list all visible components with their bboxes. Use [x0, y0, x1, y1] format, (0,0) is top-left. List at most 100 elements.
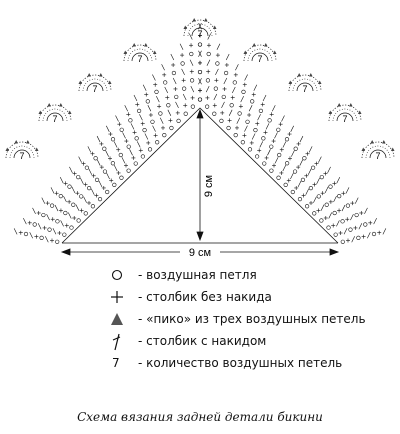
double-crochet	[345, 187, 350, 194]
double-crochet	[170, 53, 175, 61]
double-crochet	[351, 236, 355, 243]
chain-stitch	[258, 108, 264, 113]
scallop: 7	[243, 43, 277, 64]
double-crochet	[307, 168, 312, 175]
double-crochet	[343, 228, 348, 235]
picot-mark	[361, 147, 366, 151]
double-crochet	[96, 159, 101, 166]
double-crochet	[244, 74, 248, 81]
single-crochet-plus-icon	[111, 291, 123, 303]
double-crochet	[46, 214, 50, 221]
chain-stitch	[154, 89, 159, 95]
picot-mark	[14, 140, 18, 144]
double-crochet	[144, 133, 149, 140]
chain-stitch	[97, 197, 103, 202]
double-crochet	[274, 157, 279, 164]
double-crochet	[124, 105, 129, 112]
height-dimension	[196, 108, 204, 242]
picot-mark	[107, 80, 112, 84]
picot-mark	[67, 110, 72, 114]
double-crochet	[262, 94, 267, 102]
chain-stitch	[147, 147, 153, 152]
legend-row-single: - столбик без накида	[108, 288, 398, 310]
double-crochet	[59, 176, 64, 184]
chain-stitch	[55, 239, 60, 244]
scallop-arc	[292, 78, 318, 92]
chain-stitch	[140, 154, 145, 159]
double-crochet	[206, 59, 211, 66]
scallop-arc	[288, 74, 322, 92]
double-crochet	[364, 207, 368, 215]
chain-stitch	[340, 219, 345, 224]
double-crochet	[382, 228, 387, 235]
double-crochet	[308, 146, 313, 153]
chain-stitch	[105, 189, 110, 195]
chain-stitch	[142, 127, 147, 133]
chain-stitch	[356, 235, 361, 240]
chain-stitch	[110, 137, 116, 142]
double-crochet	[29, 232, 33, 239]
double-crochet	[198, 50, 202, 57]
chain-stitch	[276, 175, 281, 180]
scallop: 7	[123, 43, 157, 64]
picot-mark	[212, 25, 217, 29]
double-crochet	[320, 204, 325, 211]
chain-stitch	[221, 94, 226, 100]
chain-stitch	[312, 211, 317, 216]
double-crochet	[130, 123, 135, 130]
double-crochet	[253, 84, 258, 91]
chain-stitch	[69, 225, 74, 230]
chain-stitch	[319, 175, 324, 180]
picot-mark	[252, 43, 256, 47]
scallop-arc	[131, 52, 149, 62]
chain-stitch	[324, 202, 329, 207]
chain-count-label: 7	[137, 54, 142, 64]
chain-stitch	[241, 89, 246, 95]
double-crochet	[265, 123, 270, 130]
double-crochet	[299, 135, 304, 143]
double-crochet	[327, 166, 331, 173]
double-crochet	[159, 117, 164, 124]
chain-stitch	[333, 232, 338, 237]
chain-stitch	[212, 111, 217, 116]
base-dimension-label-bg	[180, 245, 220, 259]
double-crochet	[282, 164, 287, 172]
chain-stitch-circle-icon	[111, 269, 123, 281]
chain-stitch	[76, 175, 81, 180]
picot-mark	[272, 50, 277, 54]
picot-mark	[192, 18, 196, 22]
scallop-arc	[46, 112, 64, 122]
double-crochet	[172, 77, 177, 85]
chain-stitch	[337, 194, 342, 199]
chain-stitch	[41, 212, 46, 218]
chain-stitch	[262, 161, 267, 166]
chain-stitch	[308, 186, 313, 191]
chain-stitch	[90, 204, 95, 209]
scallop-arc	[187, 23, 213, 37]
double-crochet	[267, 149, 271, 156]
double-crochet	[181, 68, 185, 76]
double-crochet	[52, 228, 57, 235]
picot-mark	[5, 147, 10, 151]
chain-stitch	[176, 118, 181, 123]
chain-stitch	[233, 133, 238, 138]
chain-stitch	[119, 127, 124, 132]
chain-stitch	[93, 156, 98, 161]
chain-stitch	[297, 197, 303, 202]
scallop-arc	[38, 104, 72, 122]
double-crochet	[299, 159, 304, 166]
diagram-caption: Схема вязания задней детали бикини	[77, 410, 323, 424]
double-crochet	[23, 218, 27, 225]
double-crochet	[106, 125, 110, 132]
double-crochet	[78, 156, 82, 163]
scallop-arc	[328, 104, 362, 122]
chain-stitch	[102, 169, 108, 174]
chain-stitch	[23, 231, 29, 237]
double-crochet	[105, 150, 109, 157]
chain-count-label: 7	[302, 84, 307, 94]
legend-row-picot: - «пико» из трех воздушных петель	[108, 310, 398, 332]
picot-mark	[328, 110, 333, 114]
scallop-arc	[82, 78, 108, 92]
scallop: 7	[328, 103, 362, 124]
chain-stitch	[190, 104, 195, 109]
